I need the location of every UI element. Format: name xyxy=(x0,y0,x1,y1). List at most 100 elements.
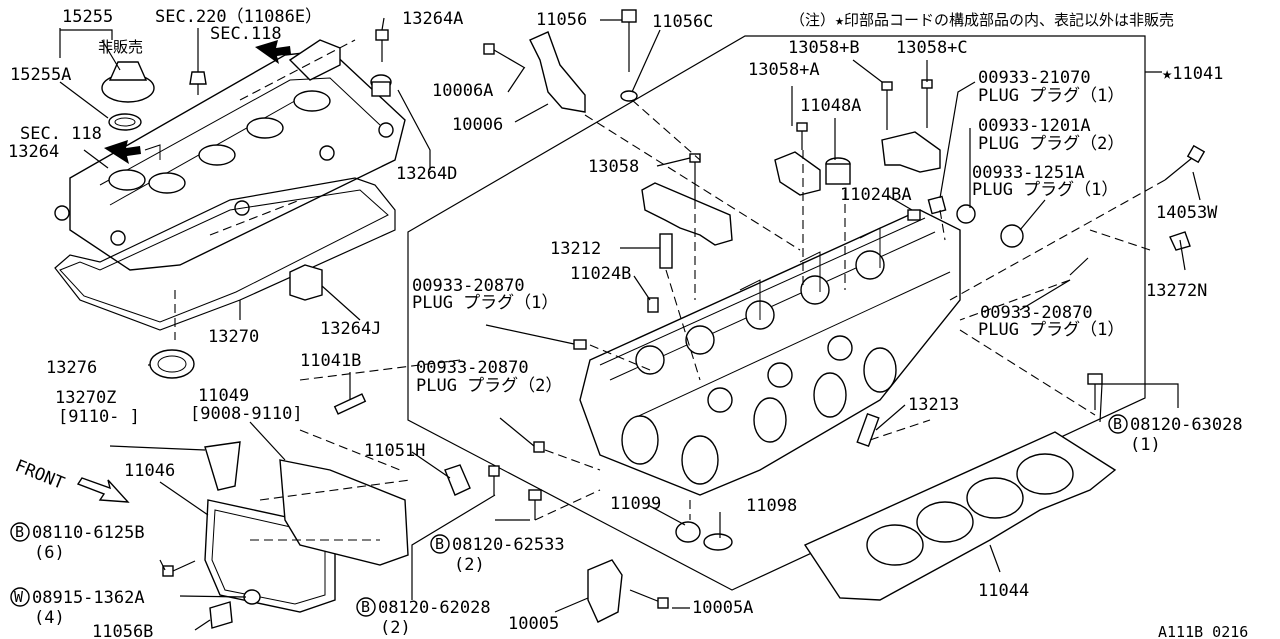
camshaft-bracket xyxy=(641,182,733,246)
grommet-11048a xyxy=(825,157,851,185)
bolt-11056 xyxy=(620,9,638,102)
sensor-connector xyxy=(189,71,207,95)
label-14053W: 14053W xyxy=(1156,203,1218,223)
label-sec220: SEC.220（11086E） xyxy=(155,7,322,27)
label-11048A: 11048A xyxy=(800,96,861,116)
label-10006: 10006 xyxy=(452,115,503,135)
label-13264: 13264 xyxy=(8,142,59,162)
bolt-08120-63028 xyxy=(1087,373,1103,410)
label-13264A: 13264A xyxy=(402,9,463,29)
assembly-boundary xyxy=(407,35,1146,591)
bolt-10005a xyxy=(629,589,669,609)
pin-11024BA xyxy=(907,209,921,221)
label-13212: 13212 xyxy=(550,239,601,259)
label-08110: 08110-6125B xyxy=(32,523,145,543)
label-08120-63028-qty: (1) xyxy=(1130,435,1161,455)
front-arrow xyxy=(76,477,130,503)
label-hihanbai: 非販売 xyxy=(98,38,143,56)
camshaft-bracket-a xyxy=(774,151,821,196)
label-plug-20870-c-name: PLUG プラグ（1） xyxy=(978,320,1124,340)
label-13058A: 13058+A xyxy=(748,60,820,80)
label-plug-20870-a: 00933-20870 xyxy=(412,276,525,296)
label-sec118-top: SEC.118 xyxy=(210,24,282,44)
marker-b-63028: B xyxy=(1113,415,1122,433)
seal-11099 xyxy=(675,521,701,543)
label-plug-21070-name: PLUG プラグ（1） xyxy=(978,86,1124,106)
label-plug-1251A-name: PLUG プラグ（1） xyxy=(972,180,1118,200)
label-13270Z: 13270Z xyxy=(55,388,116,408)
label-13270Z-date: [9110- ] xyxy=(58,407,140,427)
label-13058: 13058 xyxy=(588,157,639,177)
label-13264D: 13264D xyxy=(396,164,457,184)
label-plug-1201A: 00933-1201A xyxy=(978,116,1091,136)
sec118-arrow-b xyxy=(104,140,141,164)
plug-21070 xyxy=(927,195,947,215)
label-13270: 13270 xyxy=(208,327,259,347)
rocker-cover-bolt xyxy=(375,29,389,62)
sec118-arrow-a xyxy=(255,40,291,64)
bracket-10005 xyxy=(587,559,623,623)
oil-filler-cap xyxy=(101,61,155,131)
label-10005A: 10005A xyxy=(692,598,753,618)
bracket-bolts xyxy=(689,79,933,200)
nut-11056b xyxy=(209,601,233,629)
label-11044: 11044 xyxy=(978,581,1029,601)
label-plug-20870-c: 00933-20870 xyxy=(980,303,1093,323)
label-plug-21070: 00933-21070 xyxy=(978,68,1091,88)
plug-20870-right xyxy=(1069,257,1089,276)
bolt-08110 xyxy=(162,560,196,577)
label-11098: 11098 xyxy=(746,496,797,516)
spark-plug-tube-seal xyxy=(289,264,323,301)
label-13058C: 13058+C xyxy=(896,38,968,58)
dowel-13213 xyxy=(856,412,880,448)
marker-b-62028: B xyxy=(361,598,370,616)
label-11056C: 11056C xyxy=(652,12,713,32)
label-10005: 10005 xyxy=(508,614,559,634)
label-plug-20870-b-name: PLUG プラグ（2） xyxy=(416,376,562,396)
label-08120-62028-qty: (2) xyxy=(380,618,411,638)
rocker-cover-grommet xyxy=(370,74,392,97)
washer-08915 xyxy=(243,589,261,605)
hose-13270z xyxy=(204,441,241,491)
pin-11024b xyxy=(647,297,659,313)
label-plug-20870-b: 00933-20870 xyxy=(416,358,529,378)
label-10006A: 10006A xyxy=(432,81,493,101)
note-text: （注）★印部品コードの構成部品の内、表記以外は非販売 xyxy=(790,11,1174,29)
label-13272N: 13272N xyxy=(1146,281,1207,301)
label-08120-62533: 08120-62533 xyxy=(452,535,565,555)
label-11056: 11056 xyxy=(536,10,587,30)
head-gasket-11044 xyxy=(803,431,1117,601)
label-sec118-left: SEC. 118 xyxy=(20,124,102,144)
label-11049: 11049 xyxy=(198,386,249,406)
label-08110-qty: (6) xyxy=(34,543,65,563)
callout-labels: 15255 非販売 15255A SEC.220（11086E） SEC.118… xyxy=(8,7,1248,639)
bolt-10006a xyxy=(483,43,526,69)
dowel-13212 xyxy=(659,233,673,269)
camshaft-seal xyxy=(149,349,195,379)
plug-1201A xyxy=(956,204,976,224)
label-08120-62028: 08120-62028 xyxy=(378,598,491,618)
leader-lines xyxy=(59,17,1201,631)
clip-11051h xyxy=(444,464,471,496)
rocker-cover-gasket xyxy=(54,177,396,331)
label-11056B: 11056B xyxy=(92,622,153,639)
label-11051H: 11051H xyxy=(364,441,425,461)
label-11099: 11099 xyxy=(610,494,661,514)
cylinder-head xyxy=(579,209,961,496)
marker-w-08915: W xyxy=(14,588,24,606)
assembly-guide-lines xyxy=(174,39,1166,541)
label-08120-63028: 08120-63028 xyxy=(1130,415,1243,435)
label-13264J: 13264J xyxy=(320,319,381,339)
label-15255A: 15255A xyxy=(10,65,71,85)
seal-11098 xyxy=(703,533,733,551)
camshaft-bracket-bc xyxy=(881,131,941,173)
label-plug-20870-a-name: PLUG プラグ（1） xyxy=(412,293,558,313)
label-08120-62533-qty: (2) xyxy=(454,555,485,575)
label-plug-1201A-name: PLUG プラグ（2） xyxy=(978,134,1124,154)
plug-20870-left xyxy=(573,339,587,350)
plug-20870-lower xyxy=(533,441,545,453)
catalog-code: A111B 0216 xyxy=(1158,623,1248,639)
label-13276: 13276 xyxy=(46,358,97,378)
